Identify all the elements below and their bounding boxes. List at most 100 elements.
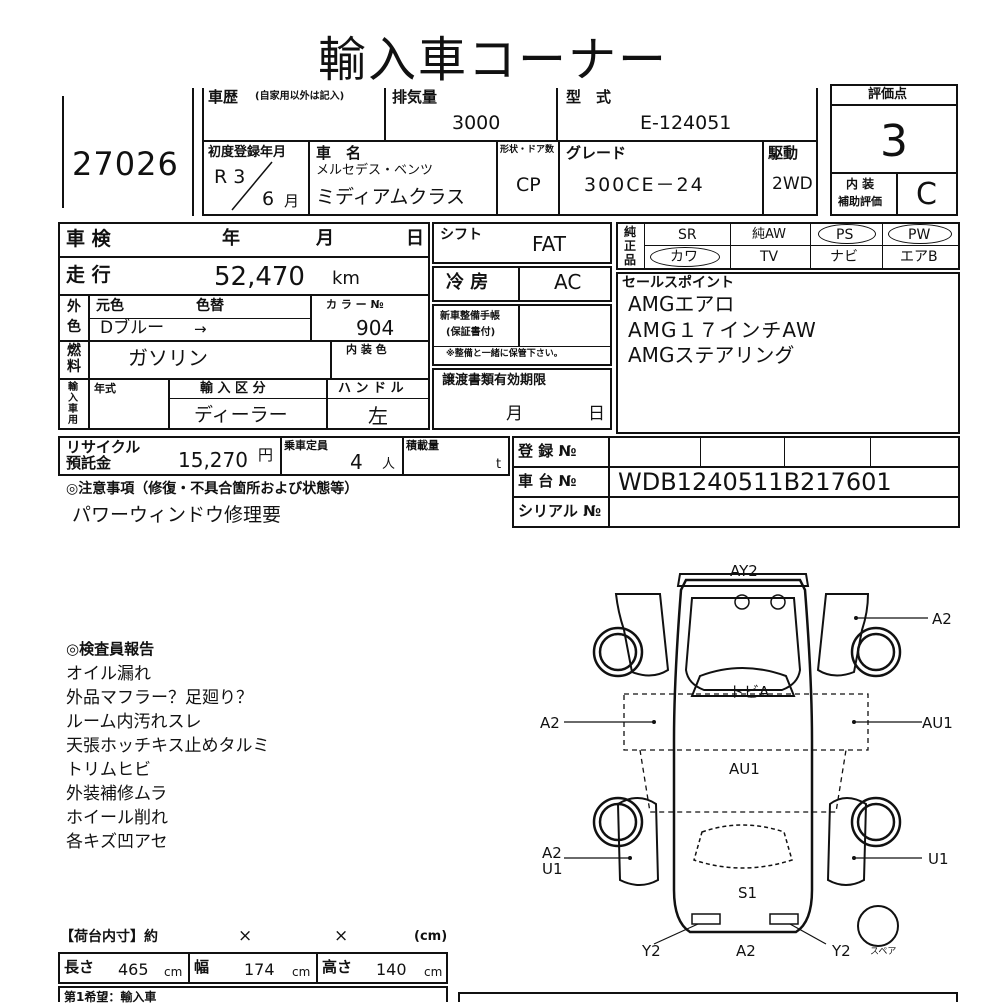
equip-label-1: 純 <box>624 225 637 239</box>
inspector-line-5: トリムヒビ <box>66 760 151 780</box>
chassis-label: 車 台 № <box>518 472 577 490</box>
cargo-height-label: 高さ <box>322 958 353 976</box>
damage-label-right-rear: U1 <box>928 850 949 868</box>
first-reg-era: R 3 <box>214 166 246 188</box>
orig-color-value: Dブルー <box>100 318 165 338</box>
caution-label: ◎注意事項（修復・不具合箇所および状態等） <box>66 481 359 497</box>
orig-color-label: 元色 <box>96 298 124 314</box>
drive-value: 2WD <box>772 174 813 194</box>
sales-point-2: AMG１７インチAW <box>628 318 817 342</box>
recycle-amount: 15,270 <box>178 448 248 472</box>
model-code: E-124051 <box>640 112 732 134</box>
handle-value: 左 <box>368 404 388 428</box>
body-label: 形状・ドア数 <box>500 145 555 155</box>
inspector-line-8: 各キズ凹アセ <box>66 832 168 852</box>
shift-value: FAT <box>532 232 567 256</box>
score-value: 3 <box>880 116 908 167</box>
maker: メルセデス・ベンツ <box>316 163 434 178</box>
score-label: 評価点 <box>868 87 908 102</box>
transfer-label: 譲渡書類有効期限 <box>442 373 547 388</box>
capacity-label: 乗車定員 <box>284 439 328 452</box>
displacement-label: 排気量 <box>392 88 438 106</box>
first-reg-label: 初度登録年月 <box>208 145 287 160</box>
recycle-label-2: 預託金 <box>66 454 112 472</box>
inspection-year-label: 年 <box>222 228 240 249</box>
fuel-label-2: 料 <box>67 359 81 375</box>
serial-label: シリアル № <box>518 502 602 520</box>
cargo-width: 174 <box>244 960 275 979</box>
sales-point-3: AMGステアリング <box>628 343 795 367</box>
grade-value: 300CE－24 <box>584 174 705 196</box>
registration-label: 登 録 № <box>518 442 577 460</box>
damage-label-center: AU1 <box>729 760 760 778</box>
load-unit: t <box>496 457 502 472</box>
slash-divider <box>231 161 273 211</box>
equip-ps: PS <box>836 227 854 243</box>
int-color-label: 内 装 色 <box>346 343 387 356</box>
inspector-line-1: オイル漏れ <box>66 664 151 684</box>
cargo-length: 465 <box>118 960 149 979</box>
displacement-value: 3000 <box>452 112 501 134</box>
caution-text: パワーウィンドウ修理要 <box>72 504 282 526</box>
damage-label-rear-left: Y2 <box>642 942 661 960</box>
load-label: 積載量 <box>406 439 439 452</box>
cargo-unit: (cm) <box>414 929 448 944</box>
handle-label: ハ ン ド ル <box>338 381 404 396</box>
color-arrow: → <box>194 320 207 338</box>
equip-leather: カワ <box>670 249 698 265</box>
damage-label-right-front: A2 <box>932 610 952 628</box>
damage-label-left-rear-u: U1 <box>542 860 563 878</box>
sales-point-1: AMGエアロ <box>628 292 735 316</box>
model-year-label: 年式 <box>94 382 116 395</box>
import-label-3: 車 <box>68 404 78 415</box>
damage-label-left-door: A2 <box>540 714 560 732</box>
inspector-line-7: ホイール削れ <box>66 808 168 828</box>
first-reg-month: 6 <box>262 188 275 210</box>
cargo-times-2: × <box>334 926 349 946</box>
transfer-month: 月 <box>506 404 523 424</box>
inspection-label: 車 検 <box>66 228 111 250</box>
page-title: 輸入車コーナー <box>318 32 669 88</box>
equip-sr: SR <box>678 227 697 243</box>
interior-label-2: 補助評価 <box>838 195 882 208</box>
cargo-times-1: × <box>238 926 253 946</box>
damage-label-trunk: S1 <box>738 884 758 902</box>
cargo-height: 140 <box>376 960 407 979</box>
damage-label-left-rear-a: A2 <box>542 844 562 862</box>
manual-label-2: (保証書付) <box>446 327 496 338</box>
transfer-day: 日 <box>588 404 605 424</box>
inspector-line-3: ルーム内汚れスレ <box>66 712 202 732</box>
mileage-value: 52,470 <box>214 262 305 292</box>
history-label: 車歴 <box>208 88 239 106</box>
inspection-day-label: 日 <box>406 228 424 249</box>
damage-label-roof: トビA <box>729 683 770 701</box>
color-no-value: 904 <box>356 316 395 340</box>
ac-value: AC <box>554 270 582 294</box>
inspector-line-4: 天張ホッチキス止めタルミ <box>66 736 270 756</box>
cargo-width-label: 幅 <box>194 958 210 976</box>
equip-airbag: エアB <box>900 249 938 265</box>
interior-label: 内 装 <box>846 177 875 191</box>
drive-label: 駆動 <box>768 144 799 162</box>
cargo-width-unit: cm <box>292 965 311 979</box>
manual-note: ※整備と一緒に保管下さい。 <box>446 349 563 359</box>
damage-label-right-door: AU1 <box>922 714 953 732</box>
chassis-number: WDB1240511B217601 <box>618 468 892 496</box>
month-suffix: 月 <box>284 192 300 210</box>
mileage-unit: km <box>332 268 360 289</box>
fuel-label-1: 燃 <box>67 343 81 359</box>
import-label-2: 入 <box>68 393 78 404</box>
inspector-line-6: 外装補修ムラ <box>66 784 168 804</box>
ext-color-label-2: 色 <box>67 319 81 335</box>
lot-number: 27026 <box>72 145 179 183</box>
equip-navi: ナビ <box>830 249 858 265</box>
equip-aw: 純AW <box>752 227 787 242</box>
cargo-length-label: 長さ <box>64 958 95 976</box>
import-label-1: 輸 <box>68 382 78 393</box>
import-class-label: 輸 入 区 分 <box>200 381 266 396</box>
cargo-length-unit: cm <box>164 965 183 979</box>
equip-label-3: 品 <box>624 253 637 267</box>
equip-tv: TV <box>760 249 779 265</box>
inspector-line-2: 外品マフラー？足廻り？ <box>66 688 253 708</box>
interior-grade: C <box>916 177 937 212</box>
